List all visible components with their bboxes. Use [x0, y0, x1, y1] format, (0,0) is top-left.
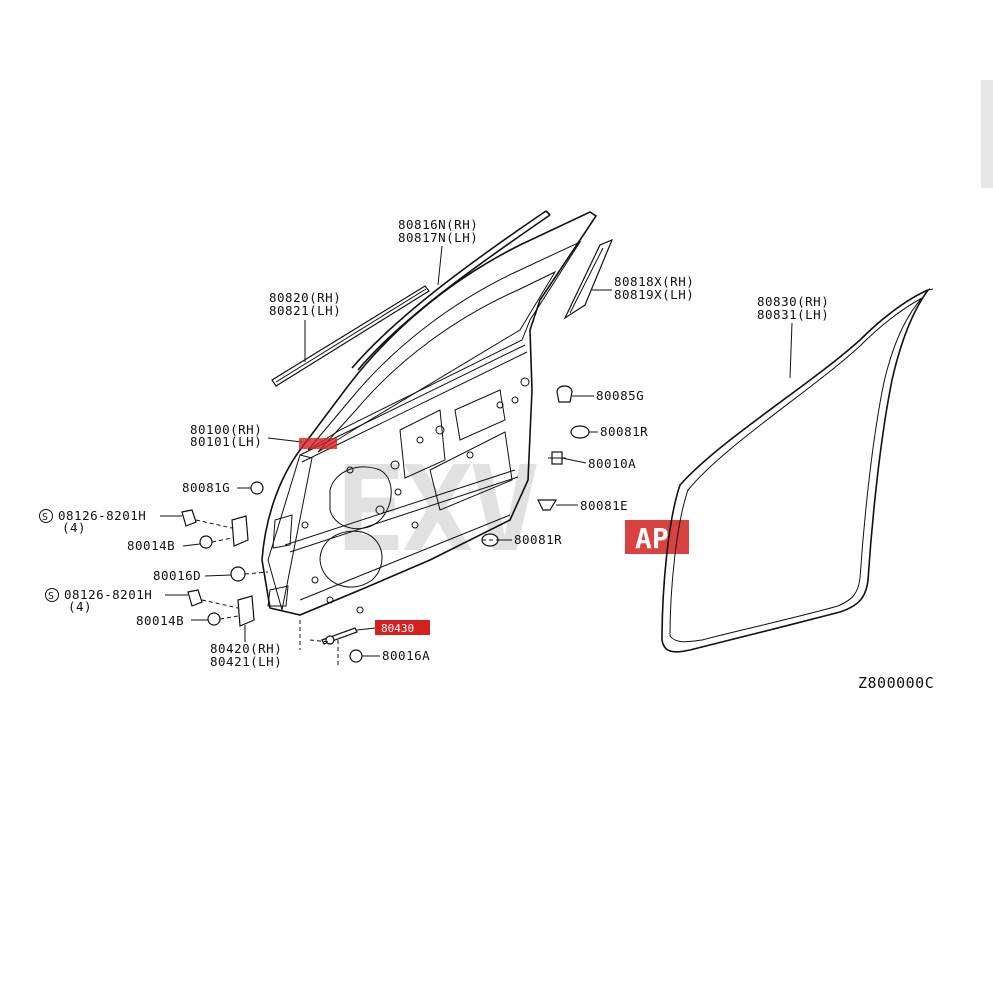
label-80081R-lower: 80081R: [514, 532, 562, 547]
label-80100: 80100(RH): [190, 422, 262, 437]
label-80420: 80420(RH): [210, 641, 282, 656]
leader-lines: [160, 245, 793, 657]
bolt-80016A: [337, 640, 363, 665]
bolt-80016D: [230, 566, 269, 582]
label-80831: 80831(LH): [757, 307, 829, 322]
guide-dash: [309, 639, 331, 643]
label-80820: 80820(RH): [269, 290, 341, 305]
watermark-badge-text: AP: [635, 522, 669, 555]
highlight-80430: [375, 620, 430, 635]
label-08126-upper-qty: (4): [62, 520, 86, 535]
fastener-80085G: [556, 385, 573, 403]
hinge-upper-group: [181, 509, 249, 549]
label-80816N: 80816N(RH): [398, 217, 478, 232]
label-80081R-upper: 80081R: [600, 424, 648, 439]
label-80821: 80821(LH): [269, 303, 341, 318]
label-80101: 80101(LH): [190, 434, 262, 449]
label-80016A: 80016A: [382, 648, 430, 663]
label-80817N: 80817N(LH): [398, 230, 478, 245]
label-08126-lower: 08126-8201H: [64, 587, 152, 602]
label-80081E: 80081E: [580, 498, 628, 513]
highlight-80100: [299, 438, 337, 449]
label-80830: 80830(RH): [757, 294, 829, 309]
door-weatherstrip: [661, 288, 934, 653]
corner-cover: [563, 238, 614, 320]
s-symbol-icon: [39, 509, 53, 523]
hinge-lower-group: [187, 589, 255, 627]
label-80818X: 80818X(RH): [614, 274, 694, 289]
label-80014B-lower: 80014B: [136, 613, 184, 628]
plug-80081G: [250, 481, 264, 495]
label-08126-lower-qty: (4): [68, 599, 92, 614]
window-outer-channel: [351, 210, 551, 371]
s-symbol-icon: [45, 588, 59, 602]
edge-artifact: [981, 80, 993, 188]
s-symbol-text-2: S: [48, 591, 54, 602]
door-shell: [261, 211, 598, 616]
check-link-80430: [321, 627, 358, 645]
label-80421: 80421(LH): [210, 654, 282, 669]
plug-80081R-upper: [570, 425, 590, 439]
label-80081G: 80081G: [182, 480, 230, 495]
label-80016D: 80016D: [153, 568, 201, 583]
label-80430: 80430: [381, 622, 414, 635]
belt-moulding: [271, 285, 430, 387]
label-80819X: 80819X(LH): [614, 287, 694, 302]
label-80010A: 80010A: [588, 456, 636, 471]
label-80014B-upper: 80014B: [127, 538, 175, 553]
watermark-badge: [625, 520, 689, 554]
label-08126-upper: 08126-8201H: [58, 508, 146, 523]
clip-80081E: [537, 499, 558, 511]
label-80085G: 80085G: [596, 388, 644, 403]
diagram-code: Z800000C: [858, 674, 934, 692]
s-symbol-text-1: S: [42, 512, 48, 523]
